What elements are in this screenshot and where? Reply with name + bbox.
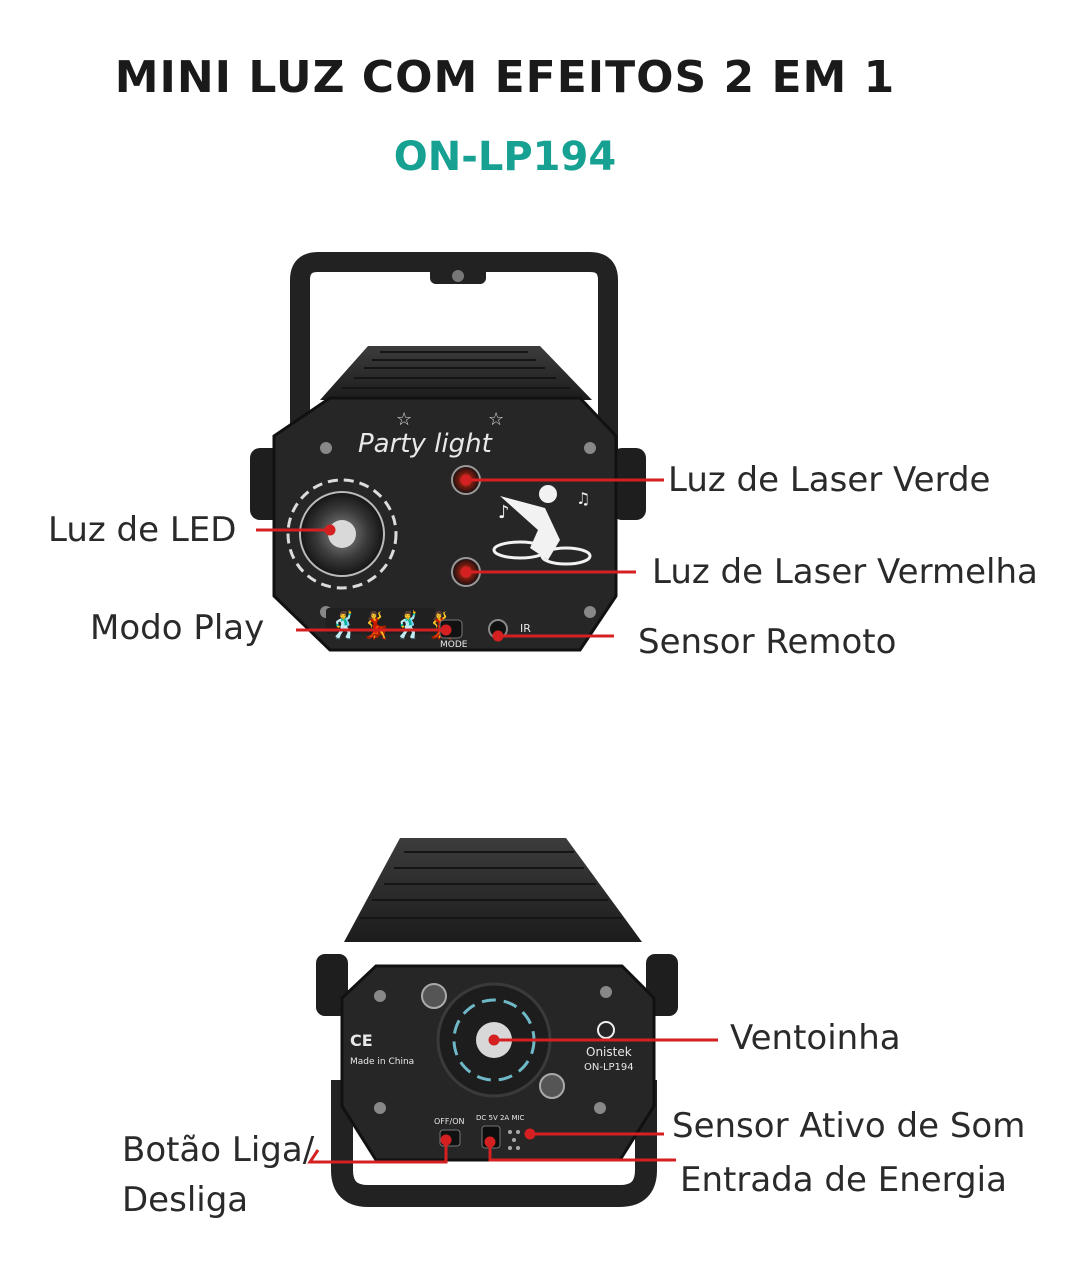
svg-text:🕺💃🕺💃: 🕺💃🕺💃 xyxy=(328,609,458,641)
svg-text:♫: ♫ xyxy=(576,489,590,508)
rear-model: ON-LP194 xyxy=(584,1062,634,1073)
back-device: CE Made in China Onistek ON-LP194 OFF/ON… xyxy=(316,838,678,1207)
model-code: ON-LP194 xyxy=(393,134,617,180)
label-power-button-line1: Botão Liga/ xyxy=(122,1130,315,1170)
label-power-button-line2: Desliga xyxy=(122,1180,249,1220)
page-title: MINI LUZ COM EFEITOS 2 EM 1 xyxy=(114,52,896,103)
label-red-laser: Luz de Laser Vermelha xyxy=(652,552,1038,592)
port-label: DC 5V 2A MIC xyxy=(476,1114,525,1122)
label-power-input: Entrada de Energia xyxy=(680,1160,1007,1200)
svg-text:♪: ♪ xyxy=(498,502,510,523)
label-fan: Ventoinha xyxy=(730,1018,901,1058)
cert-marks: CE xyxy=(350,1031,373,1050)
label-sound-sensor: Sensor Ativo de Som xyxy=(672,1106,1026,1146)
panel-script: Party light xyxy=(358,429,493,459)
front-callout-lines xyxy=(256,474,664,642)
svg-text:☆: ☆ xyxy=(396,409,412,430)
ir-label: IR xyxy=(520,622,531,635)
mode-label: MODE xyxy=(440,640,468,650)
dancers-graphic: 🕺💃🕺💃 xyxy=(326,608,458,641)
back-callout-lines xyxy=(307,1034,718,1164)
label-remote-sensor: Sensor Remoto xyxy=(638,622,897,662)
label-green-laser: Luz de Laser Verde xyxy=(668,460,991,500)
front-device: ☆ ☆ Party light ♪ ♫ 🕺💃🕺💃 MODE xyxy=(250,252,646,652)
label-led: Luz de LED xyxy=(48,510,237,550)
dj-graphic: ♪ ♫ xyxy=(492,485,592,566)
made-in-label: Made in China xyxy=(350,1057,414,1067)
svg-text:☆: ☆ xyxy=(488,409,504,430)
switch-label: OFF/ON xyxy=(434,1117,464,1126)
label-play-mode: Modo Play xyxy=(90,608,265,648)
brand-name: Onistek xyxy=(586,1045,632,1059)
